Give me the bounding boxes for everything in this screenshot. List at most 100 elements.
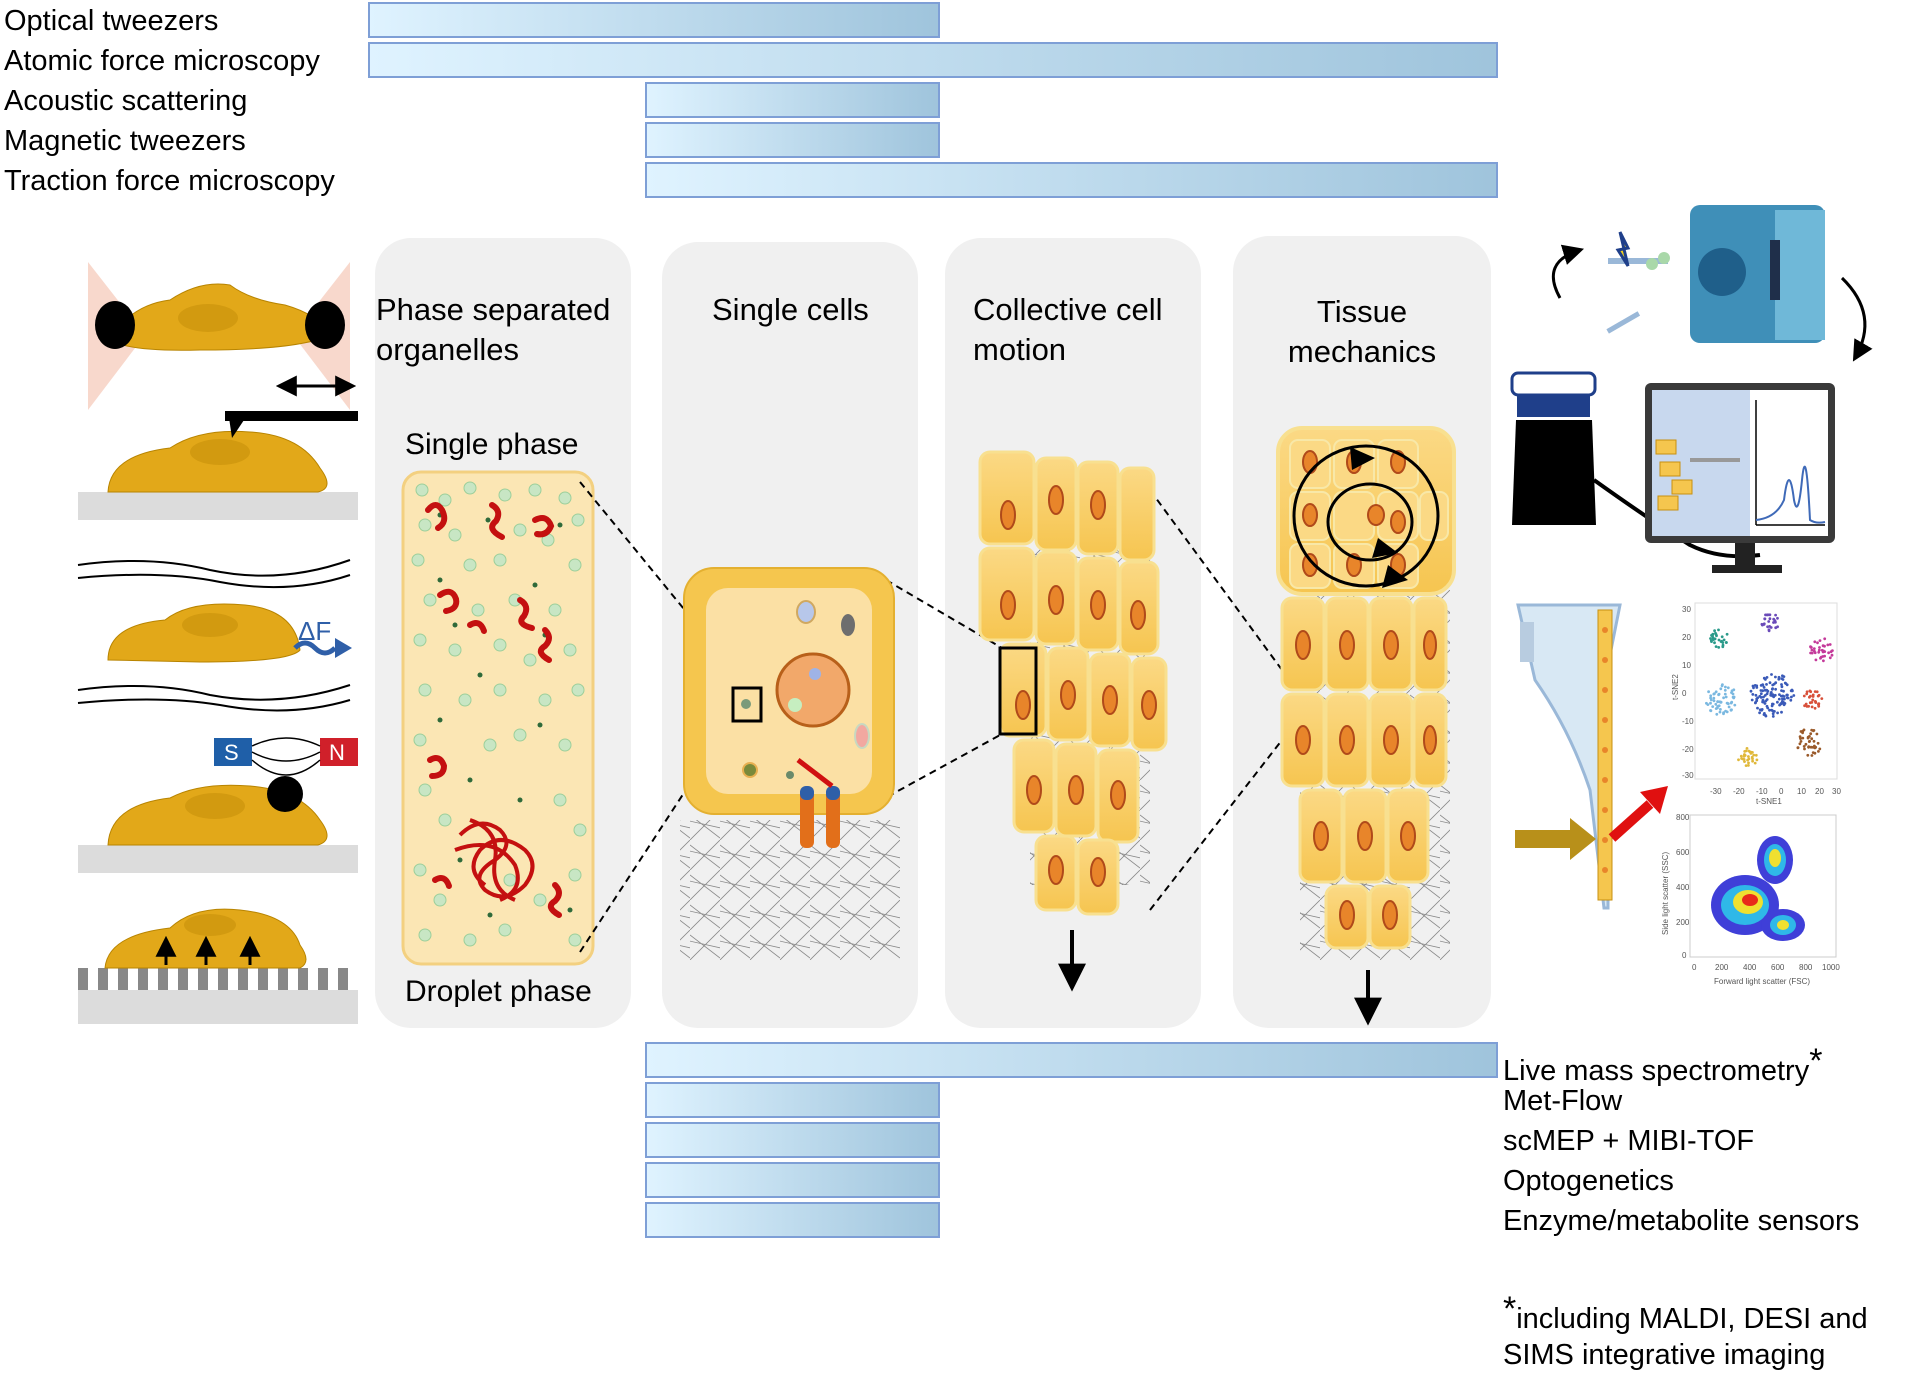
flow-ytick: 400 (1676, 883, 1690, 892)
tsne-dot (1827, 651, 1830, 655)
tsne-dot (1786, 696, 1790, 700)
range-bar-sensors (645, 1202, 940, 1238)
tsne-dot (1813, 706, 1817, 710)
tsne-dot (1746, 758, 1749, 762)
tsne-dot (1823, 637, 1827, 641)
tsne-dot (1772, 617, 1776, 621)
tsne-dot (1771, 683, 1775, 687)
tsne-dot (1785, 693, 1789, 697)
tsne-dot (1771, 702, 1774, 706)
tsne-dot (1737, 758, 1740, 762)
tsne-dot (1809, 690, 1813, 694)
flow-ylabel: Side light scatter (SSC) (1661, 852, 1670, 935)
label-droplet-phase: Droplet phase (405, 975, 592, 1008)
tsne-dot (1712, 696, 1716, 700)
tsne-dot (1764, 714, 1768, 718)
panel-title-line: Tissue (1316, 294, 1408, 329)
tsne-dot (1768, 708, 1771, 712)
tsne-dot (1803, 747, 1806, 751)
method-label-magnetic-tweezers: Magnetic tweezers (4, 125, 246, 157)
tsne-dot (1712, 699, 1716, 703)
tsne-dot (1713, 692, 1716, 696)
tsne-dot (1764, 699, 1768, 703)
tsne-dot (1774, 613, 1777, 617)
tsne-dot (1799, 740, 1803, 743)
tsne-ytick: 20 (1682, 633, 1691, 642)
tsne-dot (1781, 697, 1784, 701)
tsne-dot (1823, 650, 1827, 653)
tsne-dot (1727, 705, 1731, 709)
flow-xtick: 600 (1771, 963, 1785, 972)
tsne-dot (1817, 648, 1821, 652)
tsne-dot (1751, 759, 1754, 763)
tsne-dot (1764, 678, 1767, 681)
range-bar-acoustic-scattering (645, 82, 940, 118)
tsne-dot (1802, 728, 1806, 732)
method-label-optical-tweezers: Optical tweezers (4, 5, 219, 37)
tsne-dot (1782, 689, 1785, 693)
tsne-dot (1781, 674, 1784, 678)
tsne-dot (1806, 753, 1810, 757)
tsne-dot (1719, 640, 1723, 643)
tsne-dot (1717, 628, 1720, 632)
tsne-dot (1724, 695, 1728, 699)
tsne-dot (1730, 700, 1734, 704)
range-bar-magnetic-tweezers (645, 122, 940, 158)
tsne-dot (1813, 751, 1817, 755)
tsne-dot (1759, 692, 1763, 696)
asterisk-mark: * (1503, 1290, 1517, 1328)
single-cell-illustration (680, 567, 900, 960)
tsne-dot (1761, 683, 1765, 687)
tsne-dot (1720, 635, 1724, 639)
tsne-dot (1810, 705, 1814, 709)
tsne-dot (1767, 629, 1771, 633)
panel-title-line: organelles (376, 332, 520, 367)
tsne-dot (1753, 684, 1757, 687)
tsne-dot (1714, 690, 1718, 694)
asterisk-mark: * (1809, 1042, 1823, 1080)
tsne-dot (1763, 617, 1767, 621)
tsne-dot (1754, 753, 1758, 757)
tsne-dot (1711, 632, 1715, 636)
tsne-dot (1754, 693, 1758, 697)
afm-illustration (78, 411, 358, 520)
tsne-ylabel: t-SNE2 (1671, 674, 1680, 700)
flow-cytometry-illustration (1515, 603, 1668, 910)
tsne-dot (1790, 695, 1793, 699)
tsne-dot (1719, 708, 1722, 711)
tsne-dot (1768, 617, 1772, 621)
tsne-dot (1753, 761, 1757, 765)
tsne-dot (1716, 700, 1719, 704)
tsne-dot (1763, 702, 1767, 705)
tsne-dot (1774, 675, 1777, 679)
tsne-dot (1747, 749, 1751, 753)
panel-title-line: Collective cell (973, 292, 1163, 327)
delta-f-label: ΔF (298, 616, 331, 646)
tsne-dot (1777, 675, 1781, 679)
tsne-dot (1709, 694, 1713, 698)
tsne-dot (1717, 638, 1721, 642)
tsne-dot (1828, 656, 1832, 660)
acoustic-scattering-illustration: ΔF (77, 559, 352, 712)
tsne-dot (1723, 692, 1727, 696)
flow-scatter-plot: 0 200 400 600 800 1000 800 600 400 200 0… (1661, 813, 1840, 986)
tsne-dot (1783, 681, 1787, 685)
tsne-dot (1722, 638, 1726, 642)
tsne-ytick: -20 (1682, 745, 1694, 754)
tsne-dot (1802, 745, 1806, 748)
tsne-dot (1771, 687, 1774, 691)
tsne-xtick: 0 (1779, 787, 1784, 796)
tsne-dot (1771, 693, 1775, 697)
tsne-dot (1814, 701, 1818, 704)
tsne-dot (1770, 673, 1773, 676)
tsne-dot (1778, 693, 1781, 696)
tsne-ytick: 30 (1682, 605, 1691, 614)
tsne-dot (1783, 702, 1787, 705)
method-label-sensors: Enzyme/metabolite sensors (1503, 1205, 1860, 1237)
tsne-dot (1779, 702, 1782, 706)
tsne-dot (1745, 747, 1749, 750)
footnote-text: including MALDI, DESI and (1516, 1303, 1868, 1335)
tsne-dot (1758, 711, 1761, 715)
tsne-dot (1773, 693, 1777, 697)
tsne-dot (1809, 645, 1812, 649)
